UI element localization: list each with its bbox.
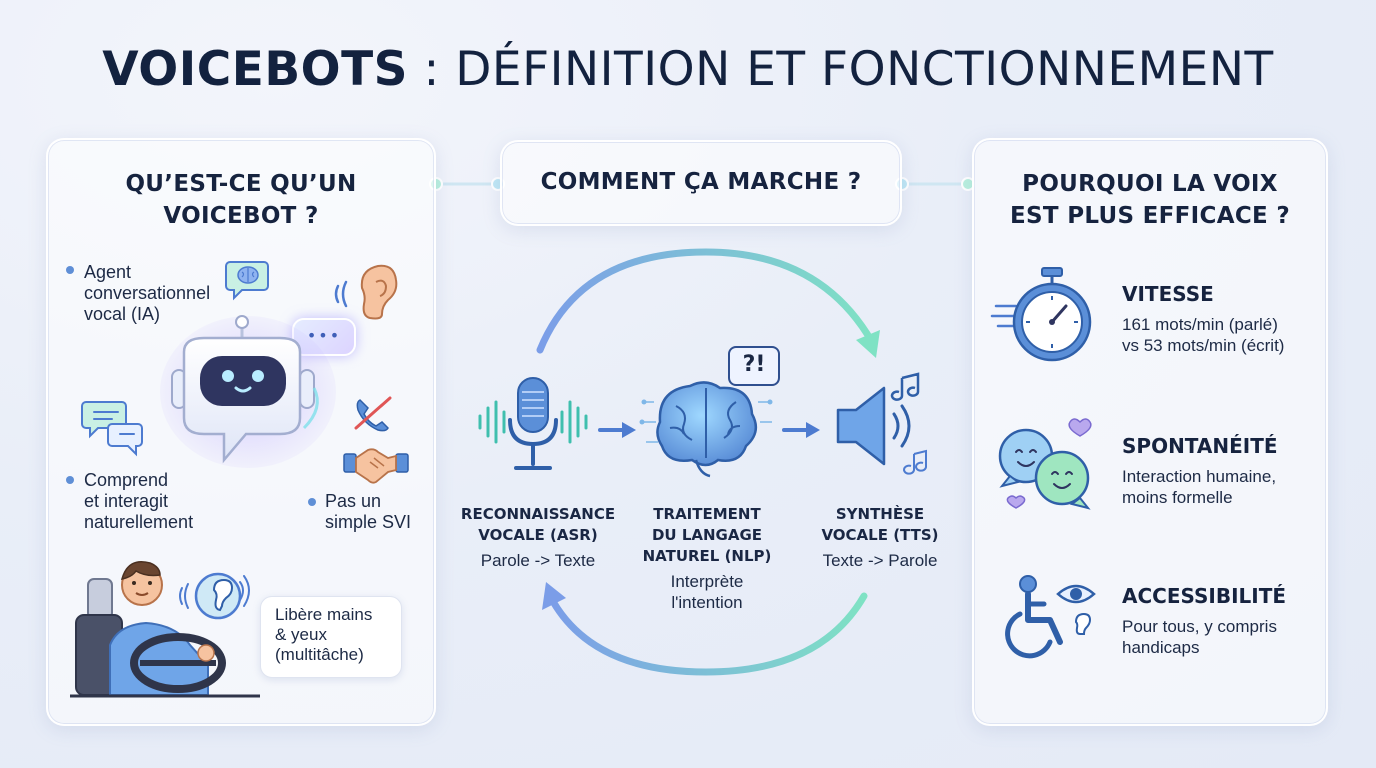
bullet-svi: Pas un simple SVI — [325, 491, 411, 533]
left-heading-line1: QU’EST-CE QU’UN — [125, 171, 357, 197]
driver-icon — [70, 561, 260, 698]
bullet-dot — [66, 476, 74, 484]
step-tts-title-line1: SYNTHÈSE — [835, 505, 925, 523]
title-bold: VOICEBOTS — [102, 42, 409, 97]
feature-spontaneity-desc-line1: Interaction humaine, — [1122, 467, 1277, 486]
step-asr: RECONNAISSANCE VOCALE (ASR) Parole -> Te… — [452, 504, 624, 571]
robot-icon — [160, 315, 336, 468]
bullet-agent-line2: conversationnel — [84, 283, 211, 303]
cycle-arrows — [536, 248, 880, 676]
feature-accessibility-desc-line1: Pour tous, y compris — [1122, 617, 1277, 636]
bullet-agent: Agent conversationnel vocal (IA) — [84, 262, 210, 325]
feature-speed-title: VITESSE — [1122, 282, 1214, 306]
handshake-icon — [343, 448, 409, 484]
title-rest: : DÉFINITION ET FONCTIONNEMENT — [408, 42, 1274, 97]
step-asr-sub: Parole -> Texte — [480, 551, 596, 570]
smiley-bubbles-icon — [998, 418, 1092, 510]
step-tts-title-line2: VOCALE (TTS) — [821, 526, 939, 544]
ear-icon — [334, 264, 398, 320]
speaker-icon — [836, 372, 927, 475]
center-heading-box — [500, 140, 902, 226]
feature-spontaneity-desc: Interaction humaine, moins formelle — [1122, 466, 1278, 508]
feature-spontaneity: SPONTANÉITÉ Interaction humaine, moins f… — [1122, 434, 1278, 508]
page-title: VOICEBOTS : DÉFINITION ET FONCTIONNEMENT — [0, 42, 1376, 97]
step-nlp-title-line1: TRAITEMENT — [653, 505, 761, 523]
step-nlp-title-line2: DU LANGAGE — [651, 526, 763, 544]
hands-free-bubble: Libère mains & yeux (multitâche) — [260, 596, 402, 678]
step-nlp-sub-line2: l'intention — [671, 593, 743, 612]
step-nlp-sub: Interprète l'intention — [622, 571, 792, 613]
feature-accessibility-title: ACCESSIBILITÉ — [1122, 584, 1287, 608]
accessibility-icon — [1005, 575, 1096, 659]
brain-icon — [639, 381, 773, 478]
bullet-interact-line2: et interagit — [84, 491, 169, 511]
feature-spontaneity-title: SPONTANÉITÉ — [1122, 434, 1278, 458]
hands-free-line2: & yeux — [275, 625, 327, 644]
bullet-agent-line3: vocal (IA) — [84, 304, 161, 324]
right-heading-line2: EST PLUS EFFICACE ? — [1010, 203, 1290, 229]
right-heading: POURQUOI LA VOIX EST PLUS EFFICACE ? — [972, 168, 1328, 232]
bullet-dot — [308, 498, 316, 506]
center-heading: COMMENT ÇA MARCHE ? — [540, 169, 862, 195]
feature-speed-desc: 161 mots/min (parlé) vs 53 mots/min (écr… — [1122, 314, 1284, 356]
bullet-agent-line1: Agent — [84, 262, 132, 282]
left-heading: QU’EST-CE QU’UN VOICEBOT ? — [46, 168, 436, 232]
stopwatch-icon — [990, 267, 1092, 362]
feature-speed-desc-line1: 161 mots/min (parlé) — [1122, 315, 1278, 334]
step-nlp: TRAITEMENT DU LANGAGE NATUREL (NLP) Inte… — [622, 504, 792, 613]
step-nlp-title-line3: NATUREL (NLP) — [642, 547, 772, 565]
question-bubble-icon: ?! — [728, 346, 780, 386]
feature-accessibility: ACCESSIBILITÉ Pour tous, y compris handi… — [1122, 584, 1286, 658]
left-heading-line2: VOICEBOT ? — [163, 203, 319, 229]
step-nlp-title: TRAITEMENT DU LANGAGE NATUREL (NLP) — [622, 504, 792, 567]
no-phone-icon — [354, 396, 392, 432]
step-asr-title-line1: RECONNAISSANCE — [460, 505, 616, 523]
arrow-right-icon — [598, 422, 636, 438]
bullet-svi-line2: simple SVI — [325, 512, 412, 532]
step-asr-title-line2: VOCALE (ASR) — [478, 526, 598, 544]
ear-bubble-icon — [179, 572, 250, 620]
hands-free-line3: (multitâche) — [275, 645, 364, 664]
brain-chat-icon — [225, 261, 269, 301]
feature-accessibility-desc-line2: handicaps — [1122, 638, 1200, 657]
feature-speed: VITESSE 161 mots/min (parlé) vs 53 mots/… — [1122, 282, 1284, 356]
step-tts-title: SYNTHÈSE VOCALE (TTS) — [796, 504, 964, 546]
step-tts-sub: Texte -> Parole — [822, 551, 938, 570]
arrow-right-icon — [782, 422, 820, 438]
step-tts: SYNTHÈSE VOCALE (TTS) Texte -> Parole — [796, 504, 964, 571]
chat-bubbles-icon — [81, 401, 143, 457]
bullet-interact-line1: Comprend — [84, 470, 169, 490]
step-nlp-sub-line1: Interprète — [670, 572, 744, 591]
hands-free-line1: Libère mains — [275, 605, 373, 624]
bullet-interact-line3: naturellement — [84, 512, 194, 532]
feature-accessibility-desc: Pour tous, y compris handicaps — [1122, 616, 1286, 658]
right-heading-line1: POURQUOI LA VOIX — [1022, 171, 1278, 197]
feature-speed-desc-line2: vs 53 mots/min (écrit) — [1122, 336, 1285, 355]
step-asr-title: RECONNAISSANCE VOCALE (ASR) — [452, 504, 624, 546]
microphone-icon — [478, 377, 588, 470]
bullet-interact: Comprend et interagit naturellement — [84, 470, 193, 533]
bullet-svi-line1: Pas un — [325, 491, 382, 511]
bullet-dot — [66, 266, 74, 274]
feature-spontaneity-desc-line2: moins formelle — [1122, 488, 1233, 507]
